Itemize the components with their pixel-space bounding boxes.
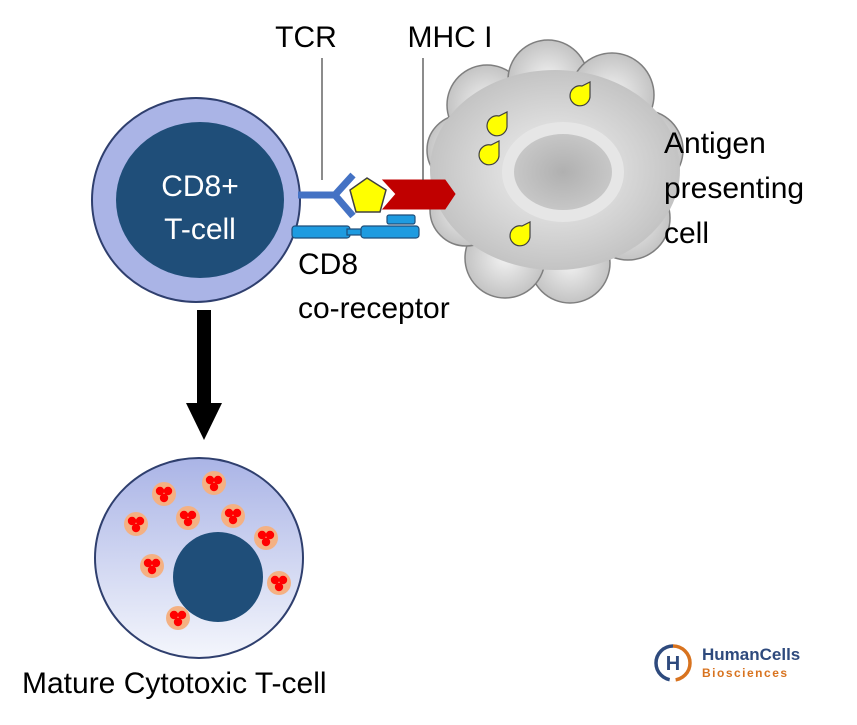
mhc-i-molecule [381,179,456,210]
cd8-label-line1: CD8 [298,248,358,281]
antigen-drop [478,140,500,166]
mhc-label: MHC I [408,21,493,54]
granule [254,526,278,550]
humancells-logo: H HumanCells Biosciences [652,642,800,684]
mature-cell-label: Mature Cytotoxic T-cell [22,667,327,700]
granule [140,554,164,578]
cytotoxic-granules [124,471,291,630]
t-cell-label-line2: T-cell [164,213,236,246]
svg-text:H: H [666,653,680,675]
granule [166,606,190,630]
antigen-drop [509,221,531,247]
logo-subtitle: Biosciences [702,666,789,681]
tcr-receptor [298,172,356,219]
cd8-t-cell: CD8+ T-cell [91,97,301,303]
granule [124,512,148,536]
antigen-drops [478,81,591,247]
apc-label-line3: cell [664,217,709,250]
granule [176,506,200,530]
t-cell-label-line1: CD8+ [161,170,239,203]
mature-nucleus [173,532,263,622]
maturation-arrow [186,310,222,440]
apc-label-line2: presenting [664,172,804,205]
granule [267,571,291,595]
mature-cytotoxic-t-cell [94,457,304,659]
antigen-peptide [349,177,387,213]
antigen-presenting-cell [426,39,684,304]
antigen-drop [486,111,508,137]
logo-name: HumanCells [702,645,801,665]
granule [152,482,176,506]
antigen-drop [569,81,591,107]
granule [221,504,245,528]
cd8-label-line2: co-receptor [298,292,450,325]
apc-label-line1: Antigen [664,127,766,160]
granule [202,471,226,495]
tcr-label: TCR [275,21,337,54]
logo-h-icon: H [654,644,692,682]
leader-lines [321,58,424,180]
cd8-co-receptor [291,214,420,239]
apc-nucleus [502,122,624,222]
